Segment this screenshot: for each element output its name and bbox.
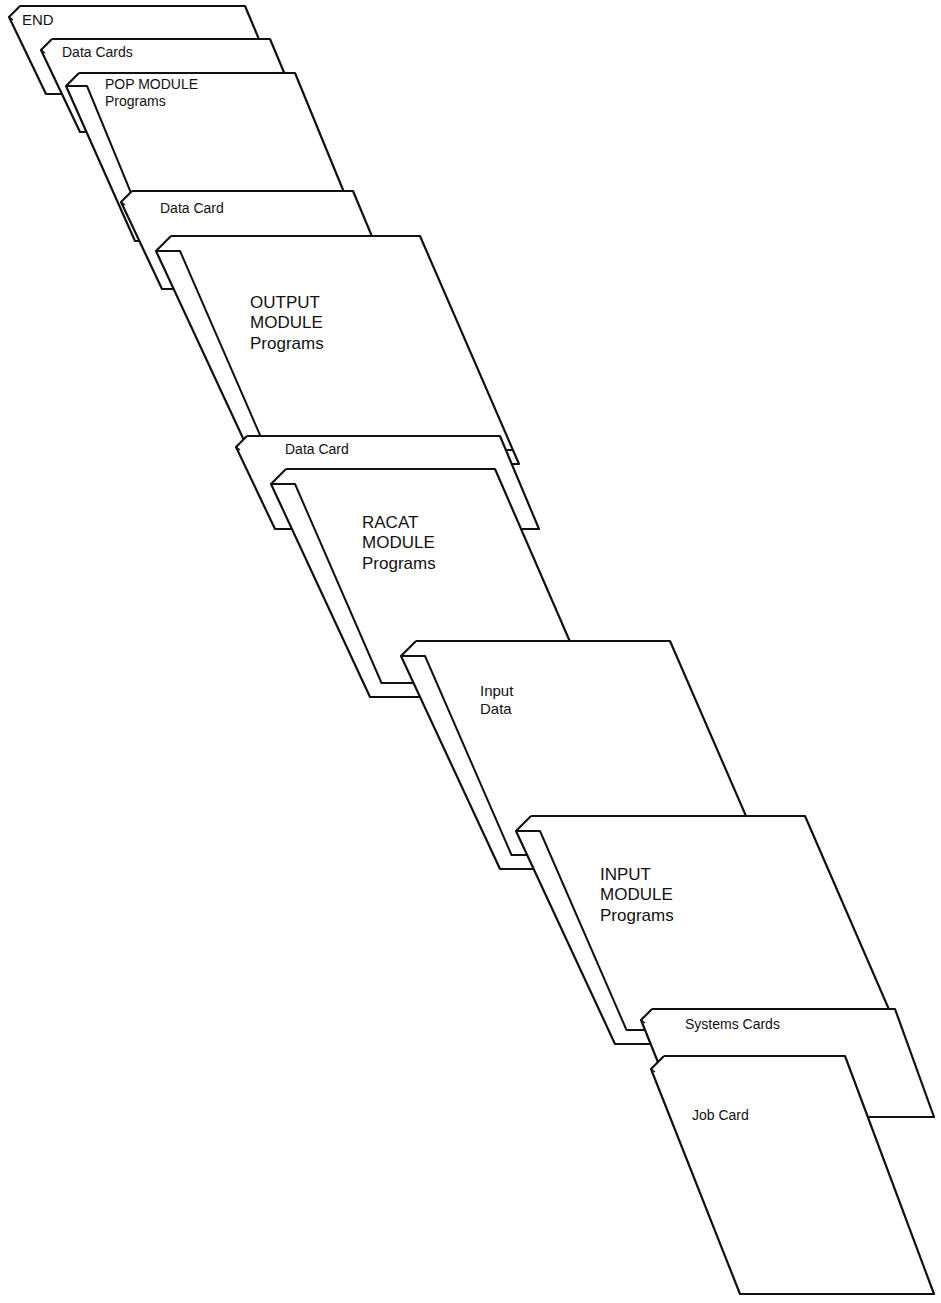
card-label: POP MODULE Programs	[105, 76, 215, 110]
deck-edge	[516, 831, 897, 1030]
card-edge	[9, 17, 13, 20]
card-edge	[121, 202, 125, 205]
card-label: INPUT MODULE Programs	[600, 865, 692, 926]
card-label: Job Card	[692, 1107, 802, 1124]
card-outline	[155, 235, 524, 469]
card-edge	[41, 50, 45, 53]
card-label: Data Card	[285, 441, 395, 458]
card-label: END	[22, 11, 102, 29]
card-label: Systems Cards	[685, 1016, 815, 1033]
program-deck: OUTPUT MODULE Programs	[155, 235, 520, 465]
card-label: RACAT MODULE Programs	[362, 513, 454, 574]
card-edge	[641, 1020, 645, 1023]
card-face	[156, 236, 519, 464]
card-outline	[650, 1055, 939, 1299]
card-label: Data Card	[160, 200, 270, 217]
card-label: OUTPUT MODULE Programs	[250, 293, 342, 354]
card-edge	[236, 447, 240, 450]
punch-card: Job Card	[650, 1055, 935, 1295]
card-face	[651, 1056, 934, 1294]
card-label: Data Cards	[62, 44, 182, 61]
card-edge	[651, 1069, 655, 1072]
card-label: Input Data	[480, 682, 540, 718]
deck-edge	[156, 251, 512, 450]
